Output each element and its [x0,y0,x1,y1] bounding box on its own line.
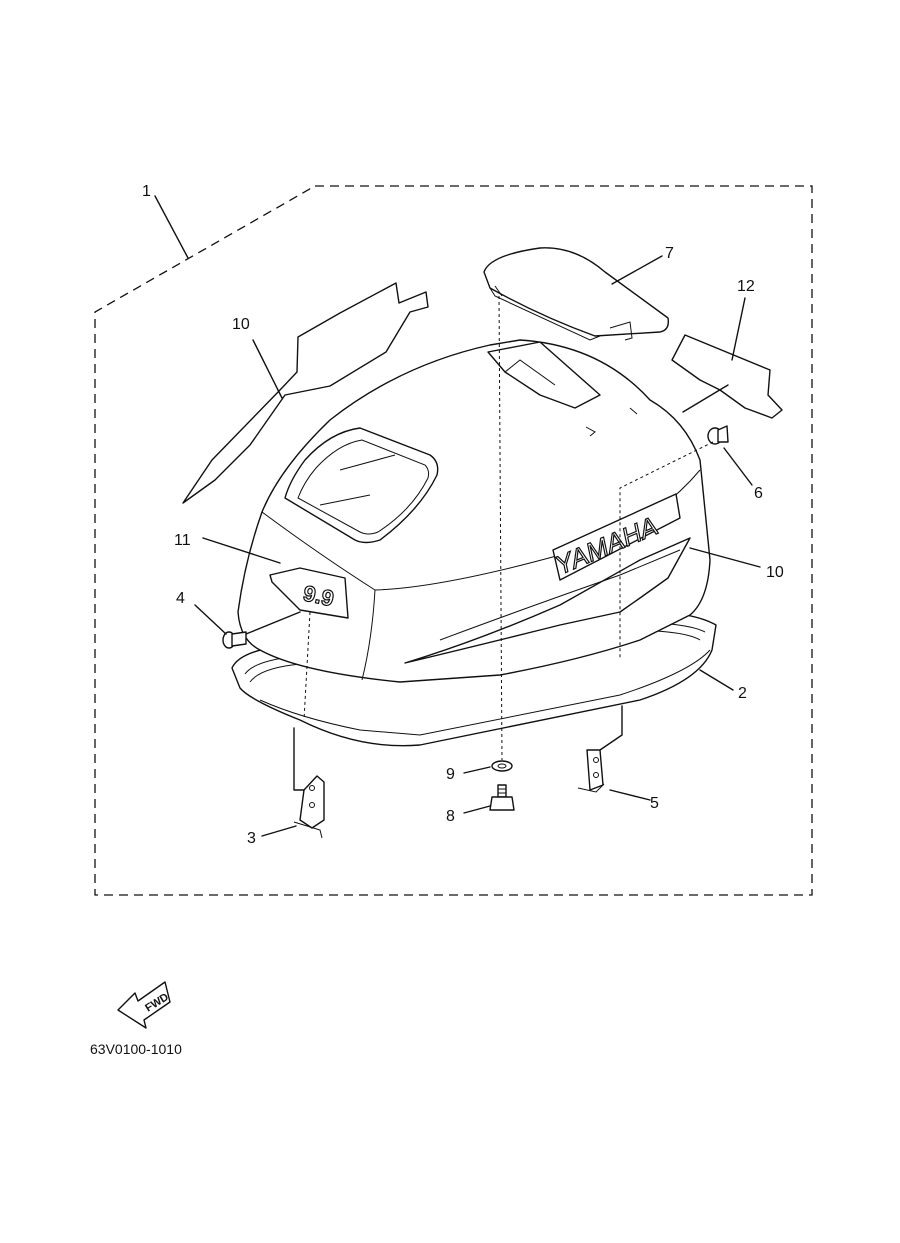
bracket-right [577,749,605,793]
bolt-bottom [489,784,515,811]
graphic-sticker-left [182,282,429,504]
bolt-right [707,425,729,445]
callout-1: 1 [142,183,151,200]
model-badge: 9.9 [269,567,349,619]
callout-12: 12 [737,278,755,295]
callout-3: 3 [247,830,256,847]
callout-10-right: 10 [766,564,784,581]
hatch-cover [483,247,670,341]
bracket-left [293,775,325,839]
callout-2: 2 [738,685,747,702]
callout-4: 4 [176,590,185,607]
callout-7: 7 [665,245,674,262]
callout-5: 5 [650,795,659,812]
callout-labels: 1 2 3 4 5 6 7 8 9 10 10 11 12 [142,183,784,847]
figure-code: 63V0100-1010 [90,1041,182,1057]
label-sticker [671,334,783,419]
alignment-lines [303,295,714,761]
callout-10-left: 10 [232,316,250,333]
bolt-left [222,631,247,649]
callout-8: 8 [446,808,455,825]
top-cowling [237,339,711,683]
fwd-direction-icon: FWD [117,981,171,1029]
callout-11: 11 [174,532,191,549]
callout-9: 9 [446,766,455,783]
washer [491,760,513,772]
callout-6: 6 [754,485,763,502]
leader-lines [154,195,761,837]
assembly-boundary [94,185,813,896]
